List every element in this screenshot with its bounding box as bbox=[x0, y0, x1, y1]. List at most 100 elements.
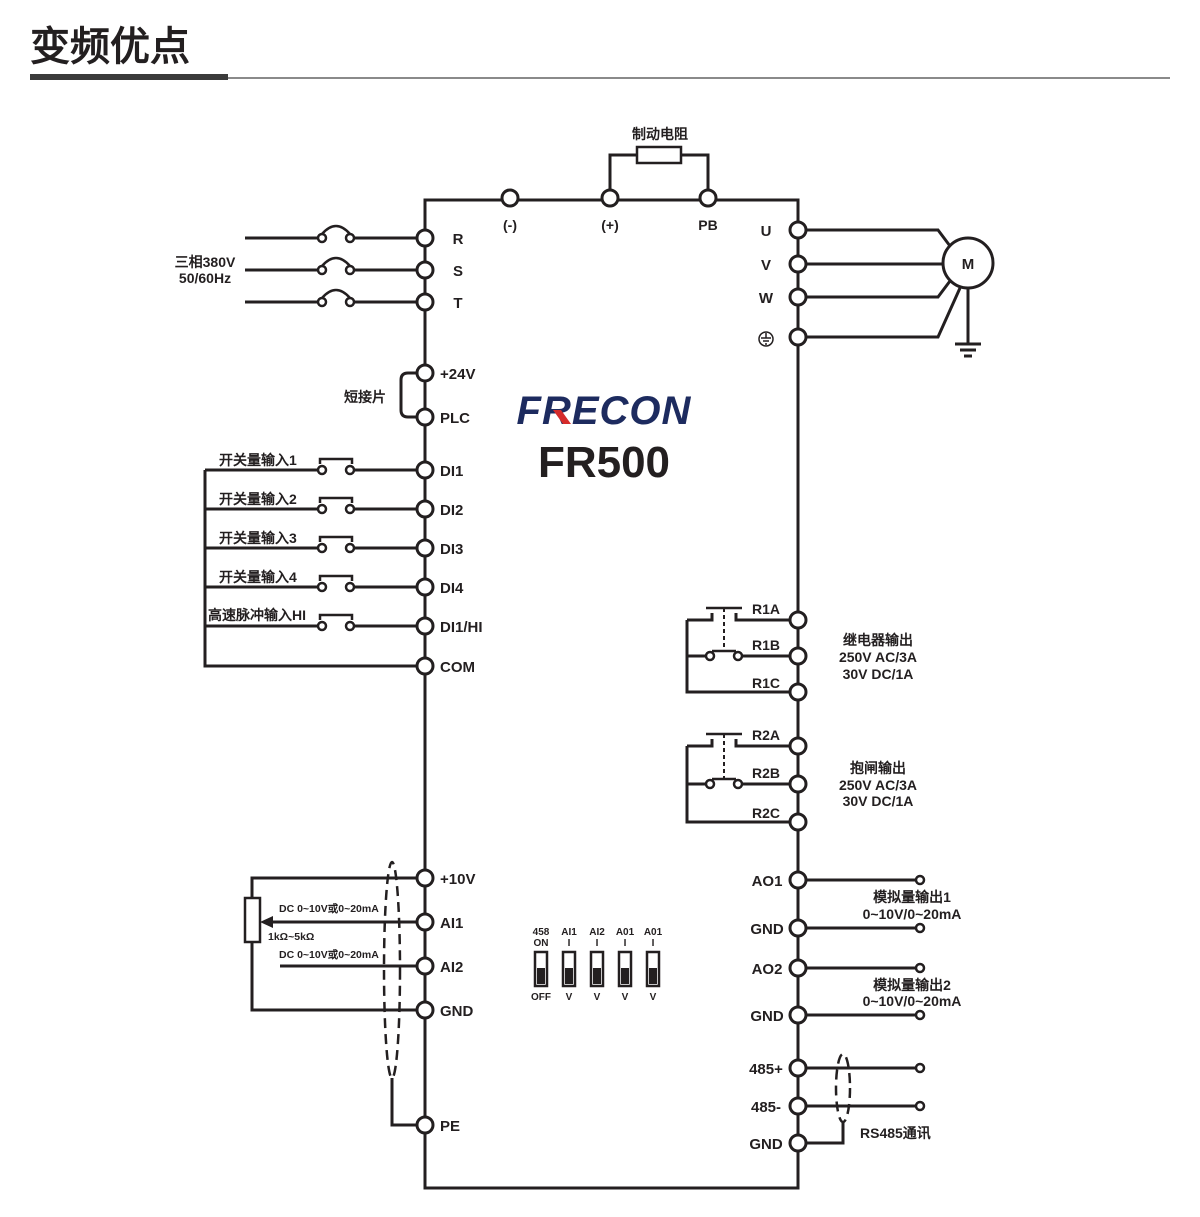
terminal-gnd-ao2 bbox=[788, 1005, 808, 1025]
brake-wire bbox=[608, 153, 710, 190]
terminal-label-di3: DI3 bbox=[440, 541, 463, 558]
switch-lever bbox=[318, 535, 354, 542]
terminal-label-10v: +10V bbox=[440, 871, 475, 888]
terminal-pe-ai bbox=[415, 1115, 435, 1135]
dip-knob bbox=[649, 968, 657, 984]
breaker-r bbox=[245, 224, 417, 244]
header: 变频优点 bbox=[30, 24, 1170, 80]
terminal-label-u: U bbox=[761, 223, 772, 240]
terminal-di3 bbox=[415, 538, 435, 558]
ao2-title: 模拟量输出2 bbox=[873, 977, 951, 993]
terminal-485-plus bbox=[788, 1058, 808, 1078]
rs485-shield-wire bbox=[806, 1122, 845, 1145]
dip-bottom-label: V bbox=[594, 992, 601, 1003]
rs485-minus-wire-end bbox=[914, 1100, 926, 1112]
breaker-contact bbox=[316, 232, 328, 244]
ao1-title: 模拟量输出1 bbox=[873, 889, 951, 905]
analog-inputs: DC 0~10V或0~20mA 1kΩ~5kΩ DC 0~10V或0~20mA … bbox=[243, 860, 475, 1135]
power-input-frequency: 50/60Hz bbox=[179, 270, 231, 286]
switch-contact bbox=[316, 503, 328, 515]
relay-1-dc-rating: 30V DC/1A bbox=[843, 666, 914, 682]
terminal-label-gnd-485: GND bbox=[749, 1136, 783, 1153]
switch-lever bbox=[318, 613, 354, 620]
header-rule bbox=[228, 77, 1170, 79]
dip-knob bbox=[621, 968, 629, 984]
terminal-r2b bbox=[788, 774, 808, 794]
title-underline bbox=[30, 74, 228, 80]
motor-label: M bbox=[962, 256, 975, 273]
terminal-gnd-ao1 bbox=[788, 918, 808, 938]
relay-2-title: 抱闸输出 bbox=[850, 760, 906, 776]
input-label: 高速脉冲输入HI bbox=[208, 607, 306, 623]
terminal-label-pe: PE bbox=[440, 1118, 460, 1135]
terminal-label-ai1: AI1 bbox=[440, 915, 463, 932]
relay-output-1: R1A R1B R1C 继电器输出 250V AC/3A 30V DC/1A bbox=[685, 601, 917, 702]
terminal-label-di2: DI2 bbox=[440, 502, 463, 519]
relay-common-bus bbox=[685, 746, 790, 824]
ao2-wire-end bbox=[914, 962, 926, 974]
terminal-label-di1-hi: DI1/HI bbox=[440, 619, 483, 636]
dip-sub-label: I bbox=[596, 938, 599, 949]
terminal-label-plc: PLC bbox=[440, 410, 470, 427]
input-label: 开关量输入2 bbox=[219, 491, 297, 507]
relay-common-bus bbox=[685, 620, 790, 694]
terminal-label-r1a: R1A bbox=[752, 601, 780, 617]
breaker-contact bbox=[344, 232, 356, 244]
relay-nc-contact bbox=[732, 650, 744, 662]
terminal-r1b bbox=[788, 646, 808, 666]
terminal-label-pb: PB bbox=[698, 217, 717, 233]
relay-no-wire bbox=[687, 613, 790, 622]
digital-input-hi: 高速脉冲输入HI DI1/HI bbox=[205, 607, 483, 636]
terminal-di2 bbox=[415, 499, 435, 519]
dip-knob bbox=[593, 968, 601, 984]
terminal-label-com: COM bbox=[440, 659, 475, 676]
ao2-gnd-wire-end bbox=[914, 1009, 926, 1021]
switch-lever bbox=[318, 574, 354, 581]
terminal-ao1 bbox=[788, 870, 808, 890]
shield-pe-wire bbox=[390, 1078, 417, 1127]
terminal-485-minus bbox=[788, 1096, 808, 1116]
terminal-label-485-minus: 485- bbox=[751, 1099, 781, 1116]
breaker-arc bbox=[321, 256, 351, 267]
pot-wiper-arrow-icon bbox=[260, 916, 273, 928]
jumper: 短接片 +24V PLC bbox=[344, 363, 475, 427]
relay-nc-contact bbox=[704, 650, 716, 662]
terminal-label-s: S bbox=[453, 263, 463, 280]
terminal-di1 bbox=[415, 460, 435, 480]
terminal-24v bbox=[415, 363, 435, 383]
terminal-s bbox=[415, 260, 435, 280]
terminal-label-r2c: R2C bbox=[752, 805, 780, 821]
brake-resistor bbox=[635, 145, 683, 165]
dip-switch-485: 458 ON OFF bbox=[531, 927, 551, 1003]
terminal-label-r2b: R2B bbox=[752, 765, 780, 781]
breaker-contact bbox=[316, 264, 328, 276]
terminal-10v bbox=[415, 868, 435, 888]
terminal-v bbox=[788, 254, 808, 274]
dip-bottom-label: V bbox=[622, 992, 629, 1003]
brand-logo: FRECON bbox=[517, 389, 691, 433]
terminal-w bbox=[788, 287, 808, 307]
rs485-label: RS485通讯 bbox=[860, 1125, 931, 1141]
terminal-label-v: V bbox=[761, 257, 771, 274]
switch-contact bbox=[316, 581, 328, 593]
terminal-label-r1b: R1B bbox=[752, 637, 780, 653]
relay-output-2: R2A R2B R2C 抱闸输出 250V AC/3A 30V DC/1A bbox=[685, 727, 917, 832]
model-name: FR500 bbox=[538, 438, 670, 487]
jumper-link bbox=[399, 371, 417, 419]
dip-knob bbox=[537, 968, 545, 984]
motor-output: M U V W bbox=[758, 220, 995, 358]
dip-switches: 458 ON OFF AI1 I V AI2 I V A01 I V bbox=[531, 927, 663, 1003]
logo-accent bbox=[553, 410, 571, 424]
rs485-plus-wire-end bbox=[914, 1062, 926, 1074]
dip-sub-label: ON bbox=[534, 938, 549, 949]
dip-top-label: A01 bbox=[644, 927, 663, 938]
switch-contact bbox=[344, 503, 356, 515]
breaker-s bbox=[245, 256, 417, 276]
digital-input-3: 开关量输入3 DI3 bbox=[205, 530, 463, 558]
relay-1-ac-rating: 250V AC/3A bbox=[839, 649, 917, 665]
terminal-ai1 bbox=[415, 912, 435, 932]
terminal-label-gnd-ao1: GND bbox=[750, 921, 784, 938]
input-common-bus bbox=[203, 470, 417, 668]
switch-lever bbox=[318, 457, 354, 464]
